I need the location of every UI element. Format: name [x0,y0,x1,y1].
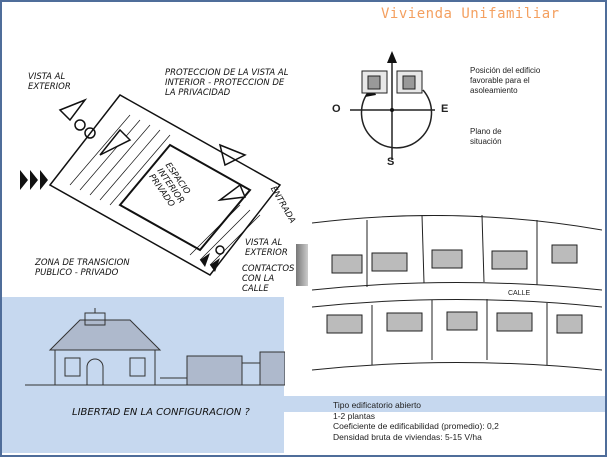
site-plan [312,215,602,371]
arrow-markers [20,170,220,272]
info-line: 1-2 plantas [333,410,376,421]
info-line: Coeficiente de edificabilidad (promedio)… [333,421,499,431]
house-elevation [25,308,285,386]
compass-south: S [387,156,395,168]
sun-path [360,89,433,149]
label-zona-transicion: Zona de transicion publico - privado [35,258,130,278]
label-proteccion: Proteccion de la vista al interior - pro… [165,68,289,98]
info-block: Tipo edificatorio abierto 1-2 plantas Co… [333,400,499,442]
compass-diagram [350,51,435,160]
north-arrow-icon [387,51,397,63]
page-title: Vivienda Unifamiliar [381,6,560,22]
arrow-shape [99,128,132,156]
label-contactos: Contactos con la calle [242,264,295,294]
buildings [326,244,583,334]
privacy-sketch [20,94,282,276]
compass-west: O [332,103,341,115]
plot-outline [48,94,282,276]
elevation-caption: LIBERTAD EN LA CONFIGURACION ? [72,407,250,418]
info-line: Tipo edificatorio abierto [333,400,422,410]
house-outline [118,143,252,252]
street-edge-top [312,282,602,291]
scan-artifact [296,244,308,286]
street-label: CALLE [508,290,531,297]
compass-east: E [441,103,449,115]
orientation-caption: Posición del edificio favorable para el … [470,66,541,95]
highlight-band [284,396,605,412]
info-line: Densidad bruta de viviendas: 5-15 V/ha [333,431,482,442]
plan-caption: Plano de situación [470,127,502,146]
street-edge-bottom [312,299,602,308]
label-vista-exterior: Vista al exterior [28,72,71,92]
label-vista-exterior-2: Vista al exterior [245,238,288,258]
